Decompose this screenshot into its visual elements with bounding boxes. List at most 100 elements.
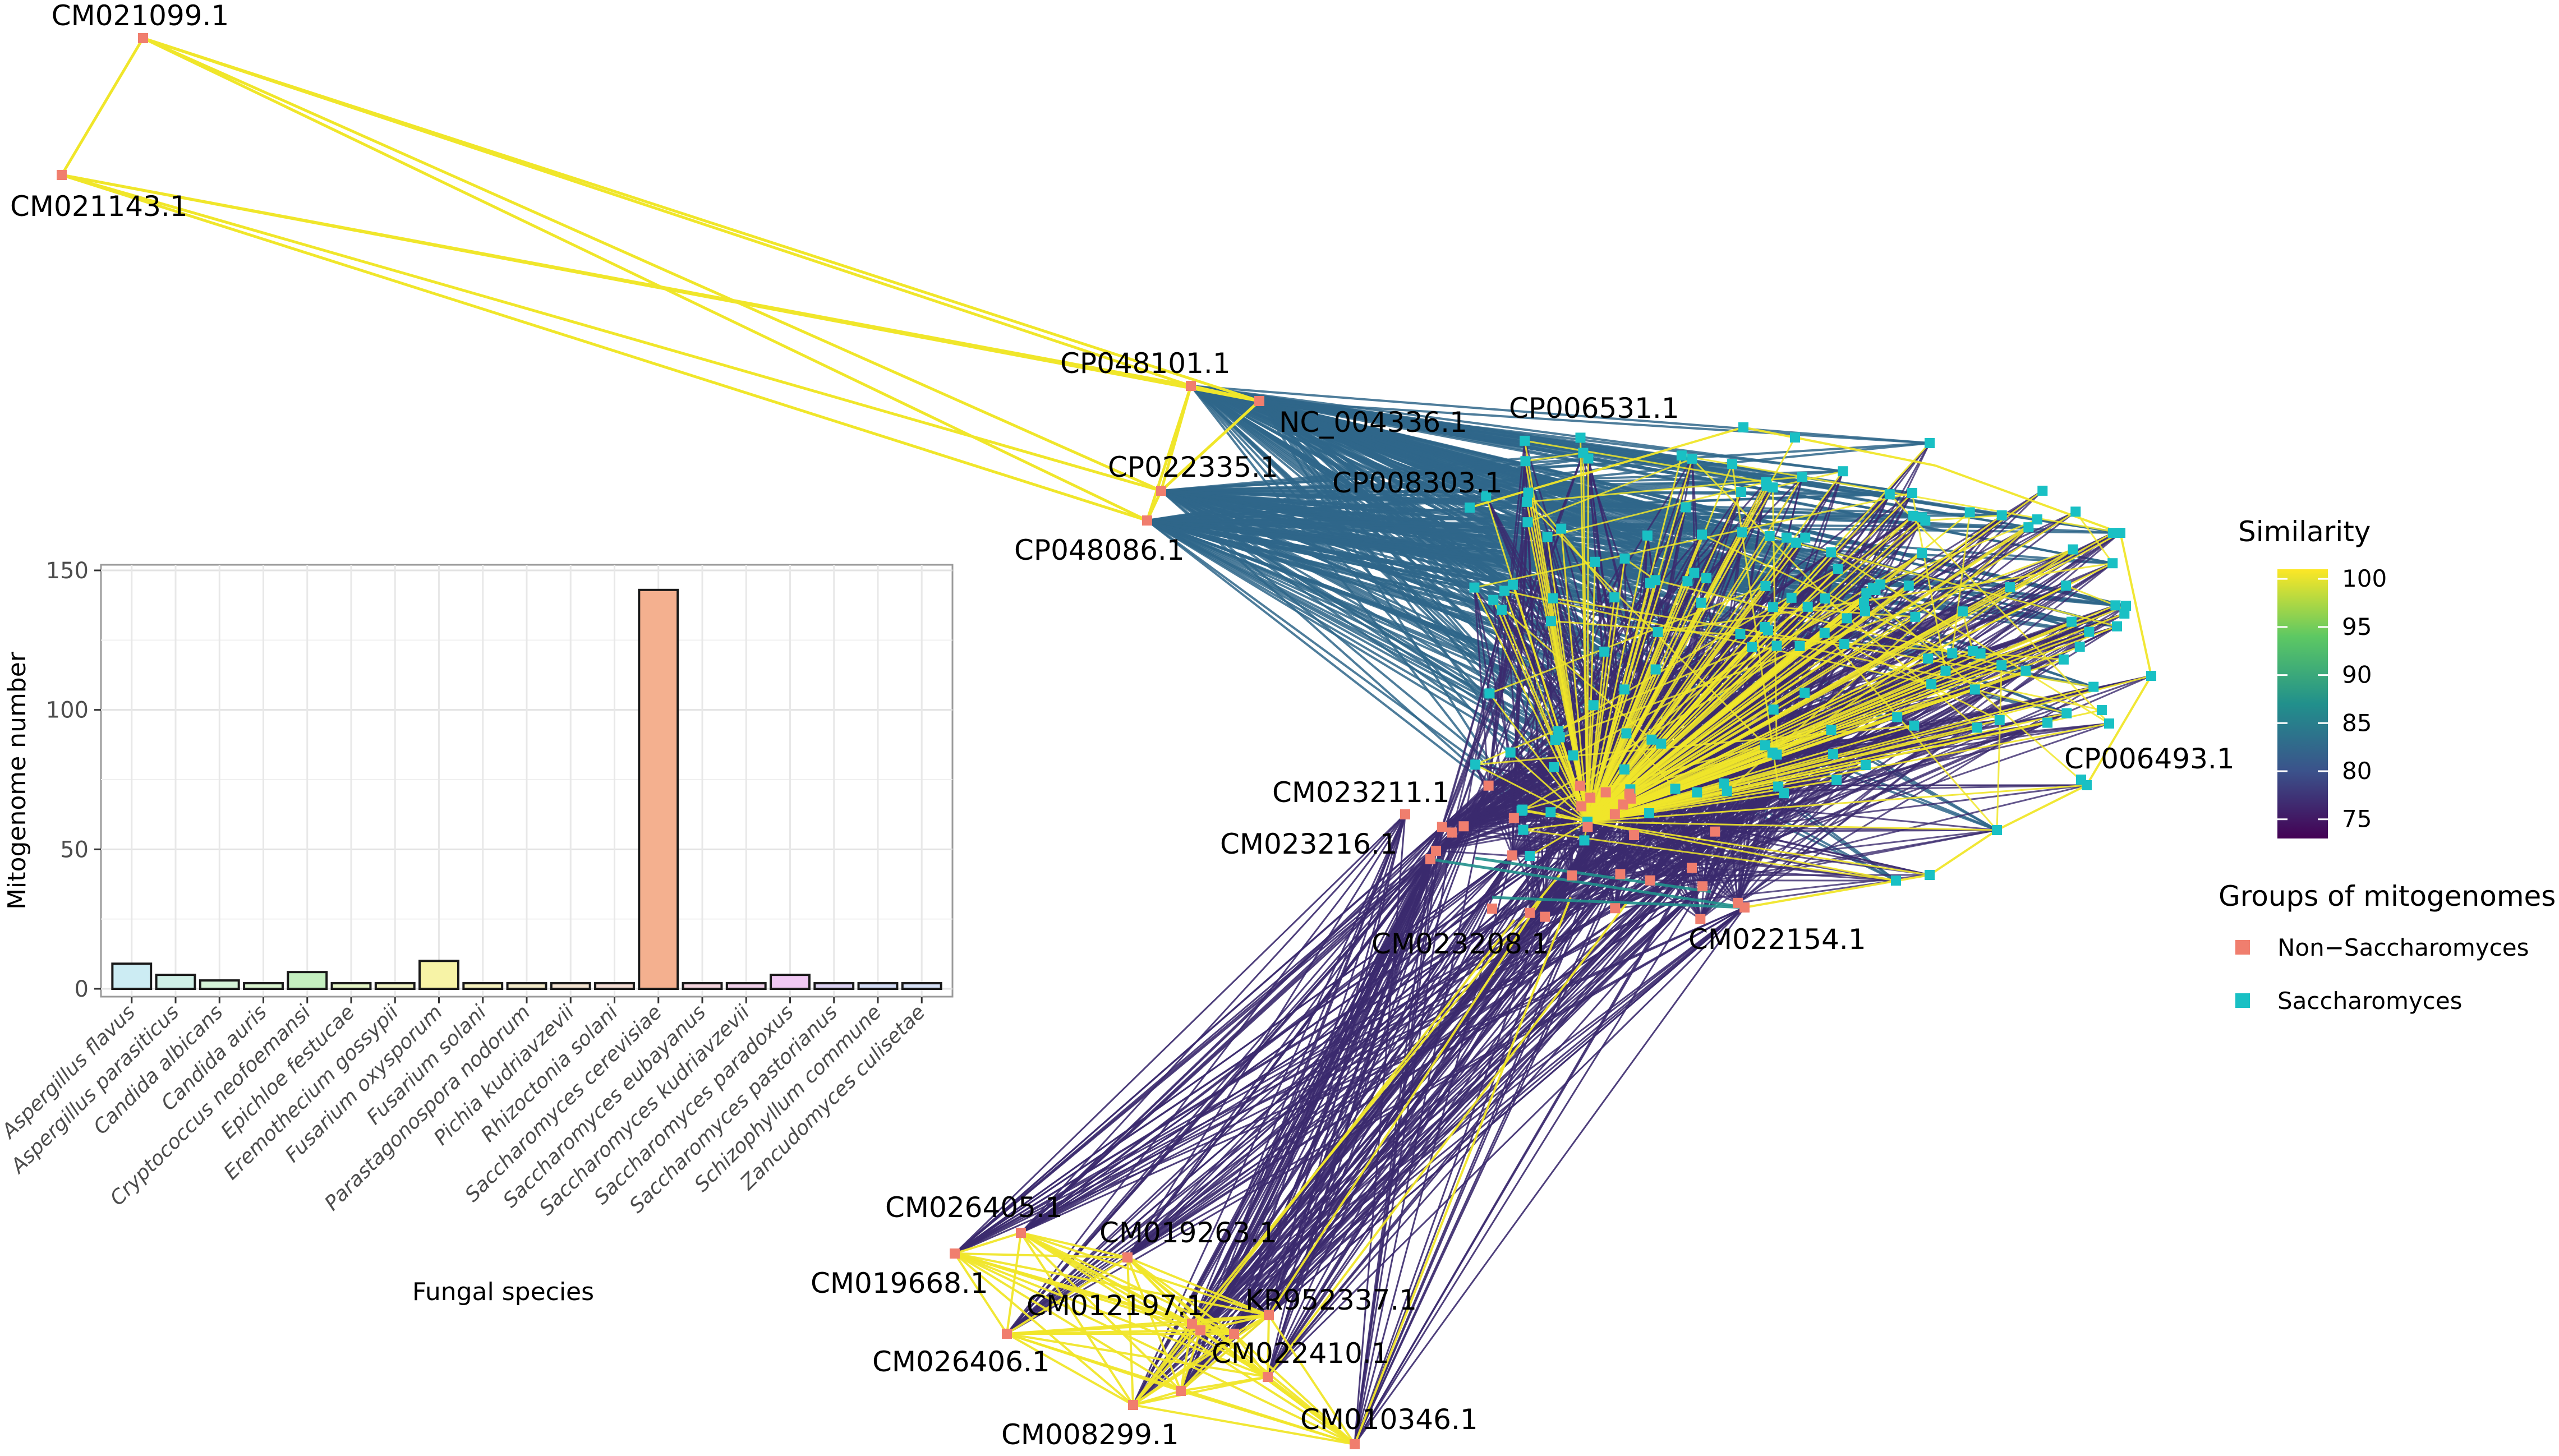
node-cp048101-1 bbox=[1186, 381, 1196, 391]
node-saccharomyces bbox=[2066, 616, 2077, 627]
network-edge bbox=[1200, 1314, 1269, 1331]
network-edge bbox=[1233, 785, 1489, 1334]
node-saccharomyces bbox=[1676, 450, 1687, 461]
network-edge bbox=[1587, 784, 2087, 823]
node-saccharomyces bbox=[1653, 626, 1663, 637]
node-non-saccharomyces bbox=[1600, 787, 1611, 798]
network-edge bbox=[1702, 625, 2118, 887]
network-edge bbox=[2065, 584, 2116, 606]
node-saccharomyces bbox=[1588, 700, 1599, 711]
node-saccharomyces bbox=[1619, 764, 1630, 775]
network-edge bbox=[1233, 1333, 1356, 1445]
node-saccharomyces bbox=[2119, 608, 2130, 619]
network-edge bbox=[1133, 1404, 1355, 1445]
network-edge bbox=[1147, 442, 1930, 522]
bar-saccharomyces-kudriavzevii bbox=[725, 982, 767, 990]
node-saccharomyces bbox=[1858, 597, 1869, 608]
node-saccharomyces bbox=[1481, 491, 1492, 501]
network-edge bbox=[1268, 1314, 1356, 1445]
y-tick-label: 0 bbox=[75, 976, 89, 1002]
network-edge bbox=[1524, 440, 1766, 483]
network-edge bbox=[1127, 1256, 1269, 1316]
node-non-saccharomyces bbox=[1615, 869, 1626, 879]
node-saccharomyces bbox=[1719, 778, 1729, 789]
network-edge bbox=[1200, 1329, 1235, 1335]
node-cm026405-1 bbox=[1016, 1228, 1026, 1238]
node-saccharomyces bbox=[1908, 510, 1918, 521]
network-edge bbox=[1180, 906, 1745, 1392]
network-nodes bbox=[57, 33, 2156, 1449]
network-edge bbox=[1700, 670, 2027, 920]
node-non-saccharomyces bbox=[1431, 845, 1442, 856]
network-edge bbox=[61, 173, 1162, 492]
node-saccharomyces bbox=[1619, 553, 1630, 564]
node-saccharomyces bbox=[1957, 606, 1968, 617]
group-legend-key bbox=[2235, 993, 2250, 1008]
node-saccharomyces bbox=[1925, 438, 1935, 448]
node-saccharomyces bbox=[2104, 718, 2114, 729]
network-edge bbox=[1259, 400, 1692, 460]
node-saccharomyces bbox=[1497, 605, 1507, 615]
node-saccharomyces bbox=[1556, 523, 1567, 534]
network-edge bbox=[1430, 858, 1745, 909]
node-non-saccharomyces bbox=[1609, 809, 1620, 819]
node-saccharomyces bbox=[2107, 558, 2118, 569]
bar-fusarium-oxysporum bbox=[418, 960, 459, 990]
node-saccharomyces bbox=[1578, 448, 1589, 458]
network-edge bbox=[1655, 579, 2002, 666]
network-edge bbox=[1006, 804, 1624, 1335]
node-saccharomyces bbox=[1800, 532, 1811, 543]
network-edge bbox=[954, 1252, 1008, 1335]
network-edge bbox=[1006, 814, 1406, 1334]
bar-chart-grid bbox=[101, 565, 952, 997]
bar-cryptococcus-neofoemansi bbox=[287, 971, 328, 990]
node-cm021143-1 bbox=[57, 170, 67, 180]
bar-candida-auris bbox=[243, 982, 284, 990]
node-saccharomyces bbox=[2042, 717, 2053, 728]
node-saccharomyces bbox=[1689, 568, 1700, 578]
node-saccharomyces bbox=[2020, 665, 2031, 676]
network-edge bbox=[1586, 579, 1656, 822]
network-edge bbox=[1180, 1333, 1235, 1392]
node-saccharomyces bbox=[1644, 808, 1655, 819]
network-edge bbox=[1702, 563, 2114, 887]
bar-chart-x-axis-title: Fungal species bbox=[412, 1278, 594, 1306]
network-edge bbox=[1587, 490, 2043, 823]
node-saccharomyces bbox=[1791, 537, 1801, 548]
node-cm022410-1 bbox=[1263, 1372, 1273, 1382]
node-saccharomyces bbox=[1575, 432, 1586, 443]
node-saccharomyces bbox=[1681, 502, 1691, 513]
node-saccharomyces bbox=[1553, 726, 1564, 736]
node-saccharomyces bbox=[1947, 648, 1958, 658]
network-edge bbox=[1145, 385, 1193, 521]
mitogenome-network: CM021099.1CM021143.1CP048101.1NC_004336.… bbox=[10, 0, 2235, 1451]
network-edge bbox=[1475, 764, 1588, 823]
network-edge bbox=[1259, 400, 1930, 444]
network-edge bbox=[1701, 476, 1803, 887]
network-edge bbox=[1180, 1314, 1270, 1392]
node-non-saccharomyces bbox=[1437, 822, 1447, 832]
node-saccharomyces bbox=[1650, 575, 1661, 586]
node-saccharomyces bbox=[1747, 642, 1757, 652]
bar-aspergillus-flavus bbox=[111, 962, 153, 990]
network-edge bbox=[1529, 821, 1588, 857]
similarity-tick-label: 75 bbox=[2342, 805, 2372, 833]
node-saccharomyces bbox=[1903, 580, 1914, 591]
network-edge bbox=[1267, 873, 1621, 1377]
network-edge bbox=[1555, 549, 2074, 741]
node-saccharomyces bbox=[1794, 641, 1805, 651]
network-edge bbox=[1462, 591, 1506, 827]
node-label: CM026406.1 bbox=[872, 1346, 1050, 1378]
similarity-tick-label: 80 bbox=[2342, 757, 2372, 785]
node-saccharomyces bbox=[2111, 621, 2122, 632]
network-edge bbox=[954, 804, 1624, 1255]
network-edge bbox=[1147, 451, 1584, 522]
group-legend: Groups of mitogenomes Non−SaccharomycesS… bbox=[2219, 880, 2556, 1015]
node-non-saccharomyces bbox=[1629, 830, 1640, 840]
node-saccharomyces bbox=[1860, 606, 1870, 617]
node-saccharomyces bbox=[1520, 435, 1530, 446]
network-edge bbox=[1492, 896, 1745, 909]
network-edge bbox=[1006, 1314, 1269, 1335]
network-edge bbox=[954, 1252, 1355, 1445]
network-edge bbox=[1180, 1376, 1268, 1392]
